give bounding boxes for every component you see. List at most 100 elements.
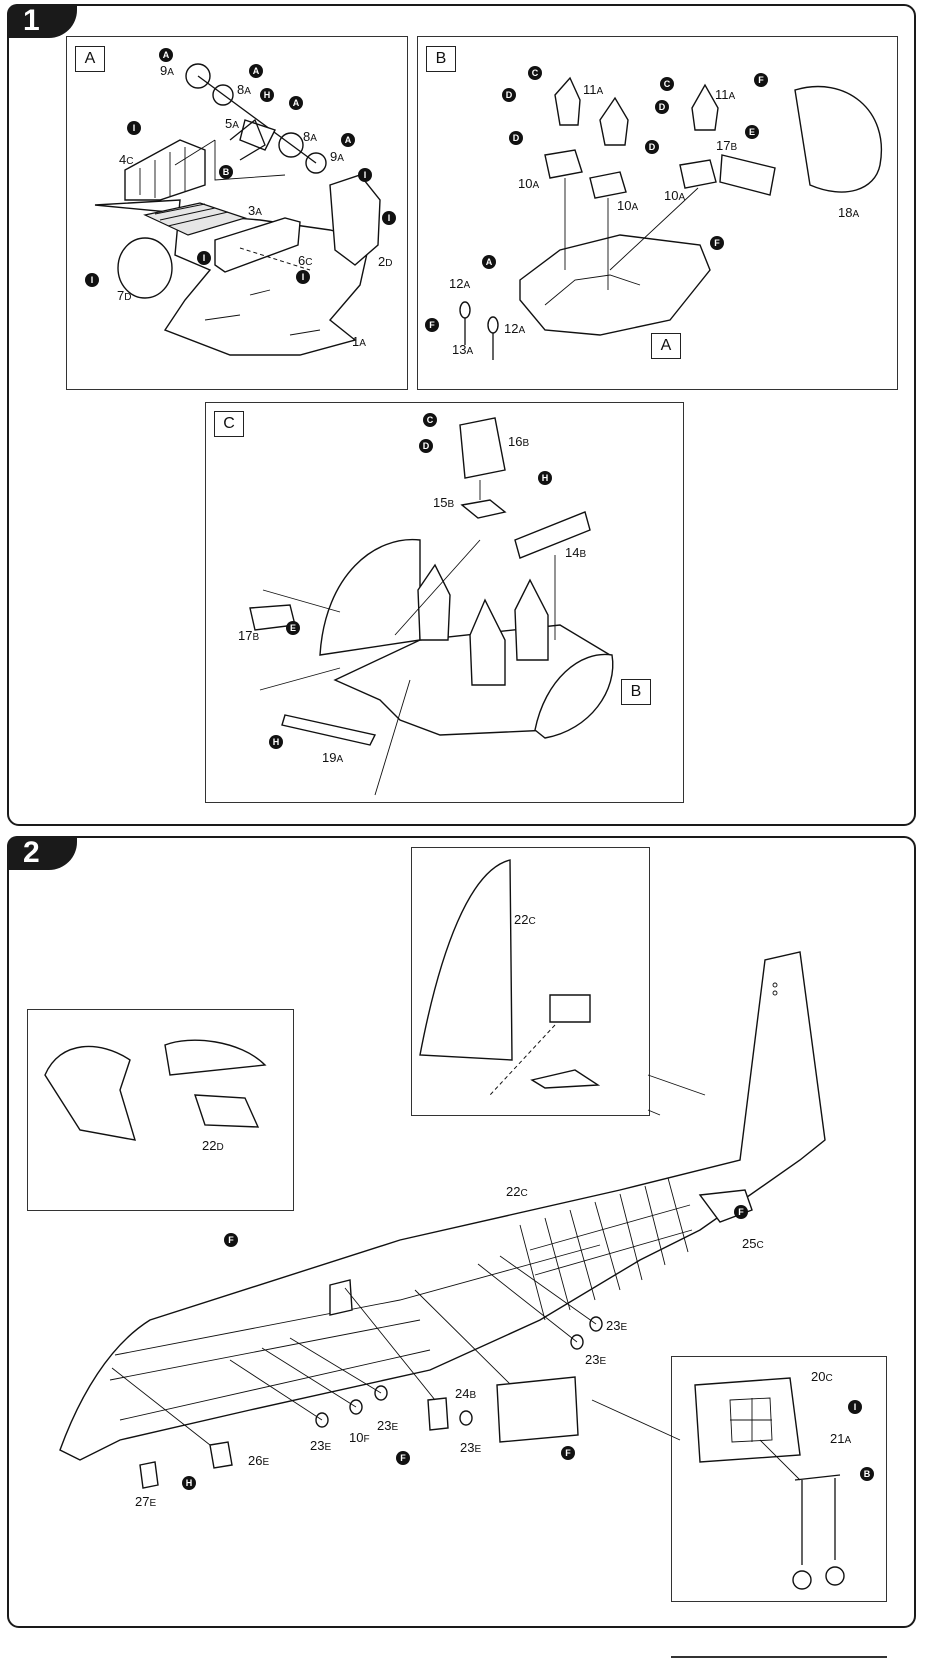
step2-badges: F F F F H I B	[182, 1205, 874, 1490]
svg-text:D: D	[659, 102, 666, 112]
label-1a: 1A	[352, 334, 366, 349]
panel-b-inner-tag: A	[651, 333, 681, 359]
panel-a-labels: 9A 8A 5A 8A 9A 4C 3A 2D 6C 7D 1A	[117, 63, 392, 349]
bulkhead-c	[319, 538, 421, 656]
svg-text:C: C	[532, 68, 539, 78]
svg-text:F: F	[714, 238, 720, 248]
svg-text:F: F	[758, 75, 764, 85]
svg-text:17B: 17B	[716, 138, 737, 153]
svg-text:20C: 20C	[811, 1369, 833, 1384]
part-26e	[209, 1441, 233, 1469]
panel-c-badges: C D H E H	[269, 413, 552, 749]
svg-text:11A: 11A	[715, 87, 736, 102]
seat-c-2	[469, 598, 506, 686]
fuselage-half-22c	[59, 951, 826, 1461]
svg-text:17B: 17B	[238, 628, 259, 643]
svg-text:D: D	[423, 441, 430, 451]
panel-b-tag: B	[426, 46, 456, 72]
stick-13a-2	[487, 316, 499, 334]
panel-c-inner-tag: B	[621, 679, 651, 705]
svg-text:I: I	[388, 213, 391, 223]
windshield-22d	[194, 1094, 260, 1128]
svg-text:I: I	[203, 253, 206, 263]
panel-c-drawing	[249, 417, 614, 796]
panel-b-drawing	[459, 76, 883, 360]
svg-text:D: D	[649, 142, 656, 152]
part-24b	[427, 1397, 449, 1431]
panel-a-drawing	[94, 63, 381, 356]
nose-wheel-2	[825, 1566, 845, 1586]
panel-14b	[514, 511, 591, 559]
svg-text:I: I	[302, 272, 305, 282]
svg-text:B: B	[223, 167, 230, 177]
svg-text:F: F	[565, 1448, 571, 1458]
seat-base-10a	[544, 149, 583, 179]
svg-text:23E: 23E	[377, 1418, 398, 1433]
svg-text:19A: 19A	[322, 750, 343, 765]
svg-text:B: B	[864, 1469, 871, 1479]
svg-text:27E: 27E	[135, 1494, 156, 1509]
seat-frame-11a	[554, 76, 581, 126]
svg-text:A: A	[253, 66, 260, 76]
seat-base-10a-2	[589, 171, 627, 199]
label-7d: 7D	[117, 288, 131, 303]
panel-b-labels: 11A 11A 17B 10A 10A 10A 18A 12A 12A 13A	[449, 82, 859, 357]
plate-15b	[460, 499, 507, 519]
label-4c: 4C	[119, 152, 133, 167]
svg-text:D: D	[513, 133, 520, 143]
label-6c: 6C	[298, 253, 312, 268]
window-part	[117, 237, 173, 299]
seat-frame-11a-3	[691, 83, 719, 131]
tail-insert-part	[530, 1069, 601, 1089]
panel-c-tag: C	[214, 411, 244, 437]
svg-text:23E: 23E	[606, 1318, 627, 1333]
seat-frame-11a-2	[599, 96, 629, 146]
panel-b-badges: C C D D D D E F F A F	[425, 66, 768, 332]
panel-part-f	[496, 1376, 579, 1443]
svg-text:I: I	[91, 275, 94, 285]
label-8a-right: 8A	[303, 129, 317, 144]
svg-text:F: F	[738, 1207, 744, 1217]
svg-text:10A: 10A	[664, 188, 685, 203]
svg-text:E: E	[290, 623, 296, 633]
svg-text:24B: 24B	[455, 1386, 476, 1401]
svg-text:14B: 14B	[565, 545, 586, 560]
svg-text:F: F	[400, 1453, 406, 1463]
panel-19a	[281, 714, 377, 746]
stick-13a	[459, 301, 471, 319]
window-cutout	[329, 1279, 353, 1316]
label-3a: 3A	[248, 203, 262, 218]
svg-text:C: C	[427, 415, 434, 425]
svg-text:22C: 22C	[514, 912, 536, 927]
svg-text:H: H	[542, 473, 549, 483]
svg-text:A: A	[293, 98, 300, 108]
svg-text:12A: 12A	[449, 276, 470, 291]
svg-text:18A: 18A	[838, 205, 859, 220]
svg-text:F: F	[228, 1235, 234, 1245]
panel-a-badges: A A A H A A B I I I I I I	[85, 48, 396, 287]
step2-labels: 22C 22D 22C 25C 23E 23E 23E 10F 23E 24B …	[135, 912, 851, 1509]
svg-text:10F: 10F	[349, 1430, 370, 1445]
svg-text:H: H	[264, 90, 271, 100]
svg-text:16B: 16B	[508, 434, 529, 449]
tail-insert-frame	[549, 994, 591, 1023]
svg-text:H: H	[273, 737, 280, 747]
svg-text:I: I	[364, 170, 367, 180]
svg-text:C: C	[664, 79, 671, 89]
svg-text:12A: 12A	[504, 321, 525, 336]
step-1-number: 1	[7, 4, 77, 38]
svg-text:26E: 26E	[248, 1453, 269, 1468]
label-9a: 9A	[160, 63, 174, 78]
panel-a-tag: A	[75, 46, 105, 72]
nose-wheel-1	[792, 1570, 812, 1590]
svg-text:25C: 25C	[742, 1236, 764, 1251]
svg-text:22D: 22D	[202, 1138, 224, 1153]
console-part	[214, 217, 301, 273]
svg-text:23E: 23E	[585, 1352, 606, 1367]
part-27e	[139, 1461, 159, 1489]
svg-text:23E: 23E	[460, 1440, 481, 1455]
label-2d: 2D	[378, 254, 392, 269]
tail-fin-detail	[419, 859, 513, 1061]
svg-text:E: E	[749, 127, 755, 137]
